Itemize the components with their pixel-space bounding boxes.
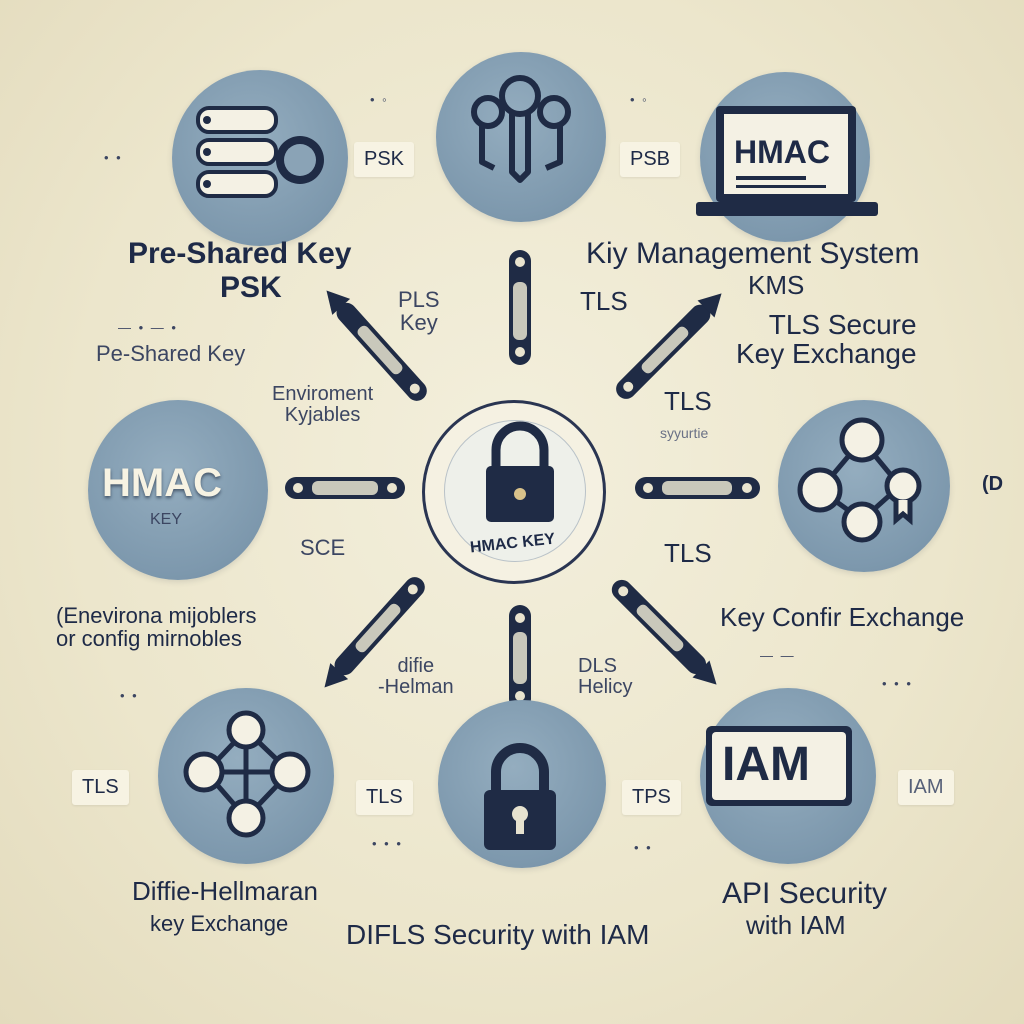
label-tls-secure: TLS Secure Key Exchange — [736, 309, 917, 370]
connector-bottom-left — [324, 577, 425, 688]
decor-dots: • • • — [372, 836, 403, 851]
decor-dots: • ◦ — [630, 92, 649, 107]
decor-dots: • • — [120, 688, 139, 703]
bottom-caption: DIFLS Security with IAM — [346, 919, 650, 950]
decor-dots: • • — [104, 150, 123, 165]
laptop-icon — [696, 106, 878, 216]
decor-dots: • ◦ — [370, 92, 389, 107]
decor-dots: — — — [760, 648, 796, 663]
diffie-tls-chip: TLS — [72, 770, 129, 805]
label-difie: difie -Helman — [378, 655, 454, 698]
padlock-icon — [484, 743, 556, 850]
padlock-icon — [486, 421, 554, 522]
connector-top-left — [326, 290, 427, 401]
bottom-tls-chip: TLS — [356, 780, 413, 815]
connector-left — [285, 477, 405, 499]
iam-subtitle: with IAM — [746, 910, 846, 940]
label-tls-2: TLS — [664, 386, 712, 416]
connector-bottom-right — [611, 579, 717, 685]
node-hmac-circle — [88, 400, 268, 580]
decor-dots: • • • — [882, 676, 913, 691]
decor-dots: • • — [634, 840, 653, 855]
connector-bottom — [509, 605, 531, 710]
label-sce: SCE — [300, 535, 346, 560]
graph-icon — [183, 710, 311, 838]
iam-title: API Security — [722, 877, 888, 910]
psk-chip: PSK — [354, 142, 415, 177]
decor-dots: — • — • — [118, 320, 178, 335]
kms-title: Kiy Management System — [586, 237, 920, 270]
connector-top — [509, 250, 531, 365]
iam-chip: IAM — [898, 770, 954, 805]
label-syurtie: syyurtie — [660, 425, 709, 441]
label-env-config: (Enevirona mijoblers or config mirnobles — [56, 603, 257, 652]
label-tls-1: TLS — [580, 286, 628, 316]
connector-top-right — [616, 293, 722, 399]
server-stack-icon — [196, 106, 324, 198]
connector-right — [635, 477, 760, 499]
iam-badge-icon — [706, 726, 852, 806]
label-environment: Enviroment Kyjables — [272, 383, 374, 426]
label-dls: DLS Helicy — [578, 655, 633, 698]
label-pe-shared: Pe-Shared Key — [96, 341, 246, 366]
bottom-tps-chip: TPS — [622, 780, 681, 815]
hmac-badge-title: HMAC — [102, 461, 222, 505]
network-nodes-icon — [797, 417, 922, 543]
keys-icon — [471, 75, 571, 183]
label-key-confir: Key Confir Exchange — [720, 602, 965, 632]
diffie-title: Diffie-Hellmaran — [132, 876, 318, 906]
kms-screen-text: HMAC — [734, 134, 830, 170]
iam-screen-text: IAM — [722, 738, 810, 791]
hmac-badge-subtitle: KEY — [150, 511, 183, 528]
kms-subtitle: KMS — [748, 270, 805, 300]
diffie-subtitle: key Exchange — [150, 911, 289, 936]
network-side-mark: (D — [982, 473, 1004, 495]
label-tls-3: TLS — [664, 538, 712, 568]
psk-subtitle: PSK — [220, 271, 282, 304]
psk-title: Pre-Shared Key — [128, 237, 352, 270]
label-pls-key: PLS Key — [398, 287, 440, 336]
psb-chip: PSB — [620, 142, 681, 177]
